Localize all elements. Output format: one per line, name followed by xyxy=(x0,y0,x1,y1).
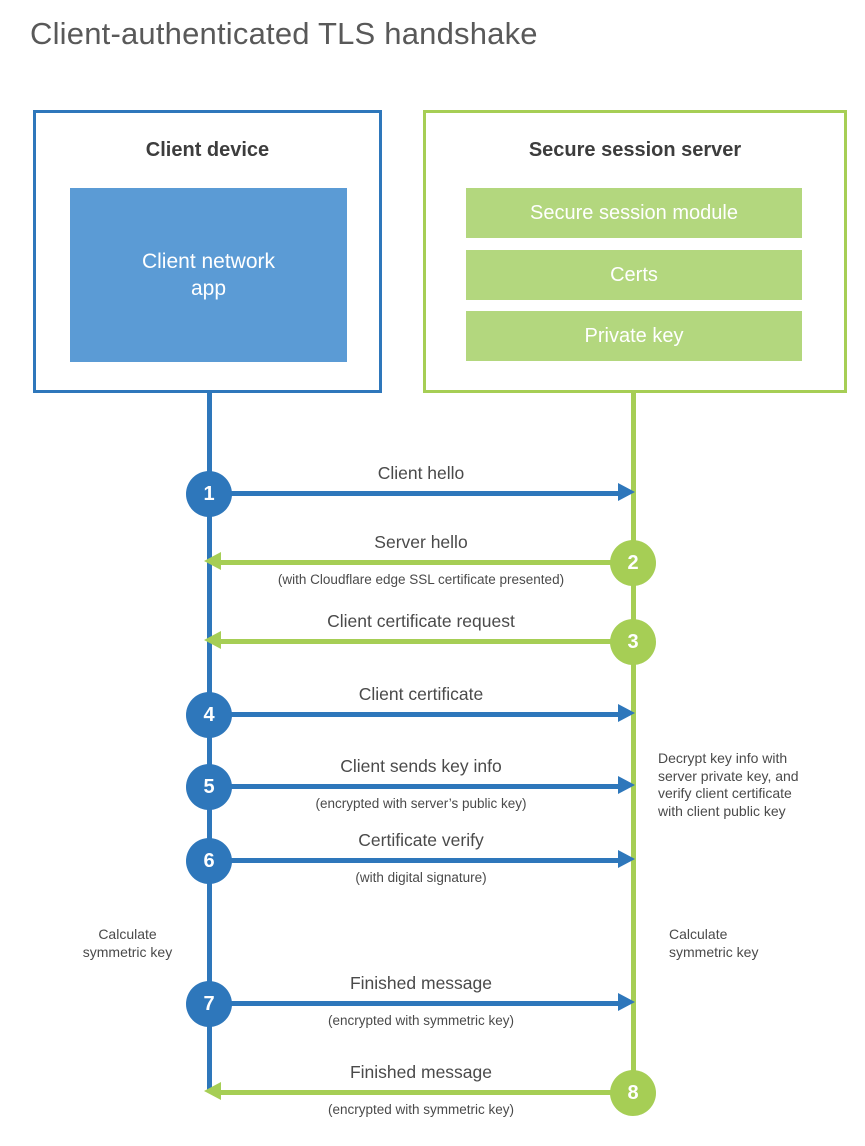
arrowhead-left-icon xyxy=(204,1082,221,1100)
arrowhead-right-icon xyxy=(618,704,635,722)
step-circle-7: 7 xyxy=(186,981,232,1027)
message-label: Finished message xyxy=(349,1062,493,1082)
diagram-title: Client-authenticated TLS handshake xyxy=(30,16,538,51)
arrow-client-to-server xyxy=(209,784,618,789)
step-circle-4: 4 xyxy=(186,692,232,738)
message-sublabel: (encrypted with server’s public key) xyxy=(315,796,527,811)
server-lifeline xyxy=(631,393,636,1093)
arrowhead-left-icon xyxy=(204,552,221,570)
arrow-client-to-server xyxy=(209,491,618,496)
secure-session-server-title: Secure session server xyxy=(528,139,742,161)
message-label: Certificate verify xyxy=(358,830,484,850)
secure-session-module-bar: Secure session module xyxy=(466,188,802,238)
certs-bar: Certs xyxy=(466,250,802,300)
arrowhead-right-icon xyxy=(618,993,635,1011)
private-key-bar: Private key xyxy=(466,311,802,361)
calculate-symmetric-key-note-client: Calculate symmetric key xyxy=(82,926,173,960)
arrow-client-to-server xyxy=(209,858,618,863)
arrow-server-to-client xyxy=(221,1090,633,1095)
arrow-server-to-client xyxy=(221,560,633,565)
arrow-server-to-client xyxy=(221,639,633,644)
message-sublabel: (with Cloudflare edge SSL certificate pr… xyxy=(277,572,565,587)
client-device-box: Client device Client network app xyxy=(33,110,382,393)
arrowhead-right-icon xyxy=(618,483,635,501)
arrowhead-right-icon xyxy=(618,776,635,794)
secure-session-server-box: Secure session server Secure session mod… xyxy=(423,110,847,393)
arrowhead-left-icon xyxy=(204,631,221,649)
message-label: Client sends key info xyxy=(340,756,502,776)
arrowhead-right-icon xyxy=(618,850,635,868)
step-circle-6: 6 xyxy=(186,838,232,884)
client-lifeline xyxy=(207,393,212,1090)
step-circle-8: 8 xyxy=(610,1070,656,1116)
message-sublabel: (encrypted with symmetric key) xyxy=(327,1013,515,1028)
message-sublabel: (encrypted with symmetric key) xyxy=(327,1102,515,1117)
message-label: Client certificate request xyxy=(327,611,515,631)
message-sublabel: (with digital signature) xyxy=(355,870,487,885)
client-network-app-box: Client network app xyxy=(70,188,347,362)
arrow-client-to-server xyxy=(209,1001,618,1006)
calculate-symmetric-key-note-server: Calculate symmetric key xyxy=(669,926,759,960)
client-device-title: Client device xyxy=(145,139,270,161)
message-label: Server hello xyxy=(374,532,468,552)
step-circle-3: 3 xyxy=(610,619,656,665)
message-label: Client certificate xyxy=(358,684,484,704)
step-circle-5: 5 xyxy=(186,764,232,810)
step-circle-1: 1 xyxy=(186,471,232,517)
arrow-client-to-server xyxy=(209,712,618,717)
step-circle-2: 2 xyxy=(610,540,656,586)
message-label: Finished message xyxy=(349,973,493,993)
message-label: Client hello xyxy=(377,463,465,483)
client-network-app-label: Client network app xyxy=(141,250,276,300)
decrypt-key-note: Decrypt key info with server private key… xyxy=(658,750,799,819)
